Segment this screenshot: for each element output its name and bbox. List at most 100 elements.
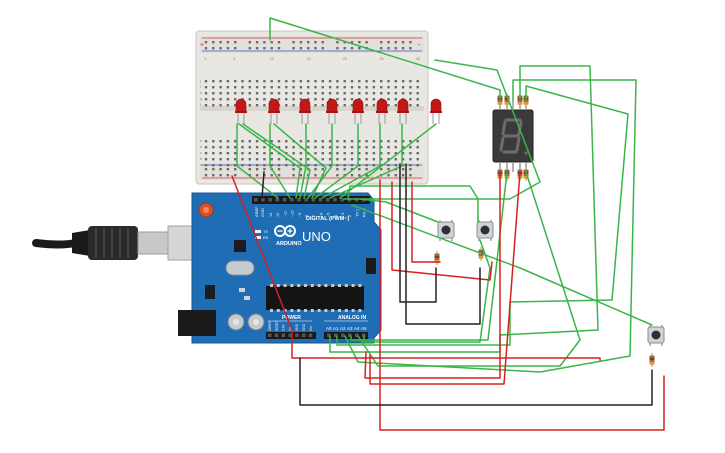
- breadboard-hole[interactable]: [321, 86, 324, 89]
- rail-hole[interactable]: [299, 41, 303, 44]
- breadboard-hole[interactable]: [234, 164, 237, 167]
- breadboard-hole[interactable]: [307, 92, 310, 95]
- breadboard-hole[interactable]: [263, 80, 266, 83]
- breadboard-hole[interactable]: [248, 146, 251, 149]
- breadboard-hole[interactable]: [285, 80, 288, 83]
- breadboard-hole[interactable]: [219, 80, 222, 83]
- breadboard-hole[interactable]: [401, 80, 405, 83]
- rail-hole[interactable]: [409, 47, 412, 50]
- breadboard-hole[interactable]: [234, 152, 237, 155]
- breadboard-hole[interactable]: [314, 98, 317, 101]
- rail-hole[interactable]: [248, 41, 251, 44]
- rail-hole[interactable]: [234, 41, 237, 44]
- header-pin[interactable]: [282, 198, 287, 202]
- breadboard-hole[interactable]: [343, 98, 346, 101]
- wire-red[interactable]: [364, 171, 501, 379]
- breadboard-hole[interactable]: [204, 164, 208, 167]
- breadboard-hole[interactable]: [277, 80, 281, 83]
- breadboard-hole[interactable]: [336, 80, 339, 83]
- breadboard-hole[interactable]: [263, 140, 266, 143]
- rail-hole[interactable]: [212, 174, 215, 177]
- rail-hole[interactable]: [336, 41, 339, 44]
- breadboard-hole[interactable]: [255, 140, 259, 143]
- breadboard-hole[interactable]: [277, 92, 281, 95]
- breadboard-hole[interactable]: [350, 86, 354, 89]
- breadboard-hole[interactable]: [226, 98, 230, 101]
- breadboard-hole[interactable]: [255, 80, 259, 83]
- header-pin[interactable]: [275, 198, 280, 202]
- breadboard-hole[interactable]: [409, 158, 412, 161]
- breadboard-hole[interactable]: [365, 158, 368, 161]
- wire-green[interactable]: [350, 171, 508, 341]
- breadboard-hole[interactable]: [358, 158, 361, 161]
- breadboard-hole[interactable]: [409, 152, 412, 155]
- breadboard-hole[interactable]: [336, 146, 339, 149]
- breadboard-hole[interactable]: [336, 98, 339, 101]
- header-pin[interactable]: [288, 333, 292, 338]
- breadboard-hole[interactable]: [307, 140, 310, 143]
- rail-hole[interactable]: [270, 41, 273, 44]
- header-pin[interactable]: [302, 333, 306, 338]
- breadboard-hole[interactable]: [204, 104, 208, 107]
- breadboard-hole[interactable]: [380, 164, 383, 167]
- breadboard-hole[interactable]: [394, 164, 397, 167]
- wire-red[interactable]: [379, 179, 665, 431]
- breadboard-hole[interactable]: [292, 164, 295, 167]
- rail-hole[interactable]: [270, 47, 273, 50]
- pushbutton-1[interactable]: [437, 220, 455, 241]
- breadboard-hole[interactable]: [365, 140, 368, 143]
- rail-hole[interactable]: [248, 168, 251, 171]
- rail-hole[interactable]: [394, 174, 397, 177]
- rail-hole[interactable]: [219, 41, 222, 44]
- breadboard-hole[interactable]: [212, 80, 215, 83]
- breadboard-hole[interactable]: [248, 164, 251, 167]
- breadboard-hole[interactable]: [263, 92, 266, 95]
- breadboard-hole[interactable]: [365, 98, 368, 101]
- wire-red[interactable]: [231, 175, 601, 361]
- red-led[interactable]: [352, 98, 364, 124]
- wire-green[interactable]: [347, 185, 479, 223]
- rail-hole[interactable]: [277, 47, 281, 50]
- breadboard-hole[interactable]: [350, 146, 354, 149]
- wire-green[interactable]: [307, 123, 333, 199]
- breadboard-hole[interactable]: [255, 164, 259, 167]
- breadboard-hole[interactable]: [226, 164, 230, 167]
- breadboard-hole[interactable]: [234, 98, 237, 101]
- wire-green[interactable]: [343, 59, 541, 200]
- breadboard-hole[interactable]: [358, 164, 361, 167]
- breadboard-hole[interactable]: [336, 152, 339, 155]
- breadboard-hole[interactable]: [387, 140, 390, 143]
- rail-hole[interactable]: [226, 41, 230, 44]
- breadboard-hole[interactable]: [365, 146, 368, 149]
- breadboard-hole[interactable]: [270, 92, 273, 95]
- breadboard-hole[interactable]: [285, 164, 288, 167]
- rail-hole[interactable]: [263, 47, 266, 50]
- wire-green[interactable]: [269, 17, 501, 101]
- breadboard-hole[interactable]: [234, 140, 237, 143]
- breadboard-hole[interactable]: [343, 80, 346, 83]
- rail-hole[interactable]: [212, 168, 215, 171]
- breadboard-hole[interactable]: [285, 104, 288, 107]
- breadboard-hole[interactable]: [277, 140, 281, 143]
- wire-green[interactable]: [321, 123, 381, 199]
- breadboard-hole[interactable]: [336, 164, 339, 167]
- breadboard-hole[interactable]: [299, 164, 303, 167]
- breadboard-hole[interactable]: [416, 140, 419, 143]
- breadboard-hole[interactable]: [292, 104, 295, 107]
- breadboard-hole[interactable]: [380, 140, 383, 143]
- rail-hole[interactable]: [314, 41, 317, 44]
- breadboard-hole[interactable]: [248, 104, 251, 107]
- rail-hole[interactable]: [409, 168, 412, 171]
- breadboard-hole[interactable]: [314, 152, 317, 155]
- breadboard-hole[interactable]: [212, 140, 215, 143]
- breadboard-hole[interactable]: [241, 152, 244, 155]
- breadboard-hole[interactable]: [307, 158, 310, 161]
- breadboard-hole[interactable]: [270, 158, 273, 161]
- analog-header[interactable]: [324, 332, 368, 339]
- breadboard-hole[interactable]: [416, 80, 419, 83]
- header-pin[interactable]: [326, 198, 330, 202]
- rail-hole[interactable]: [299, 47, 303, 50]
- breadboard-hole[interactable]: [248, 98, 251, 101]
- breadboard-hole[interactable]: [416, 146, 419, 149]
- rail-hole[interactable]: [292, 41, 295, 44]
